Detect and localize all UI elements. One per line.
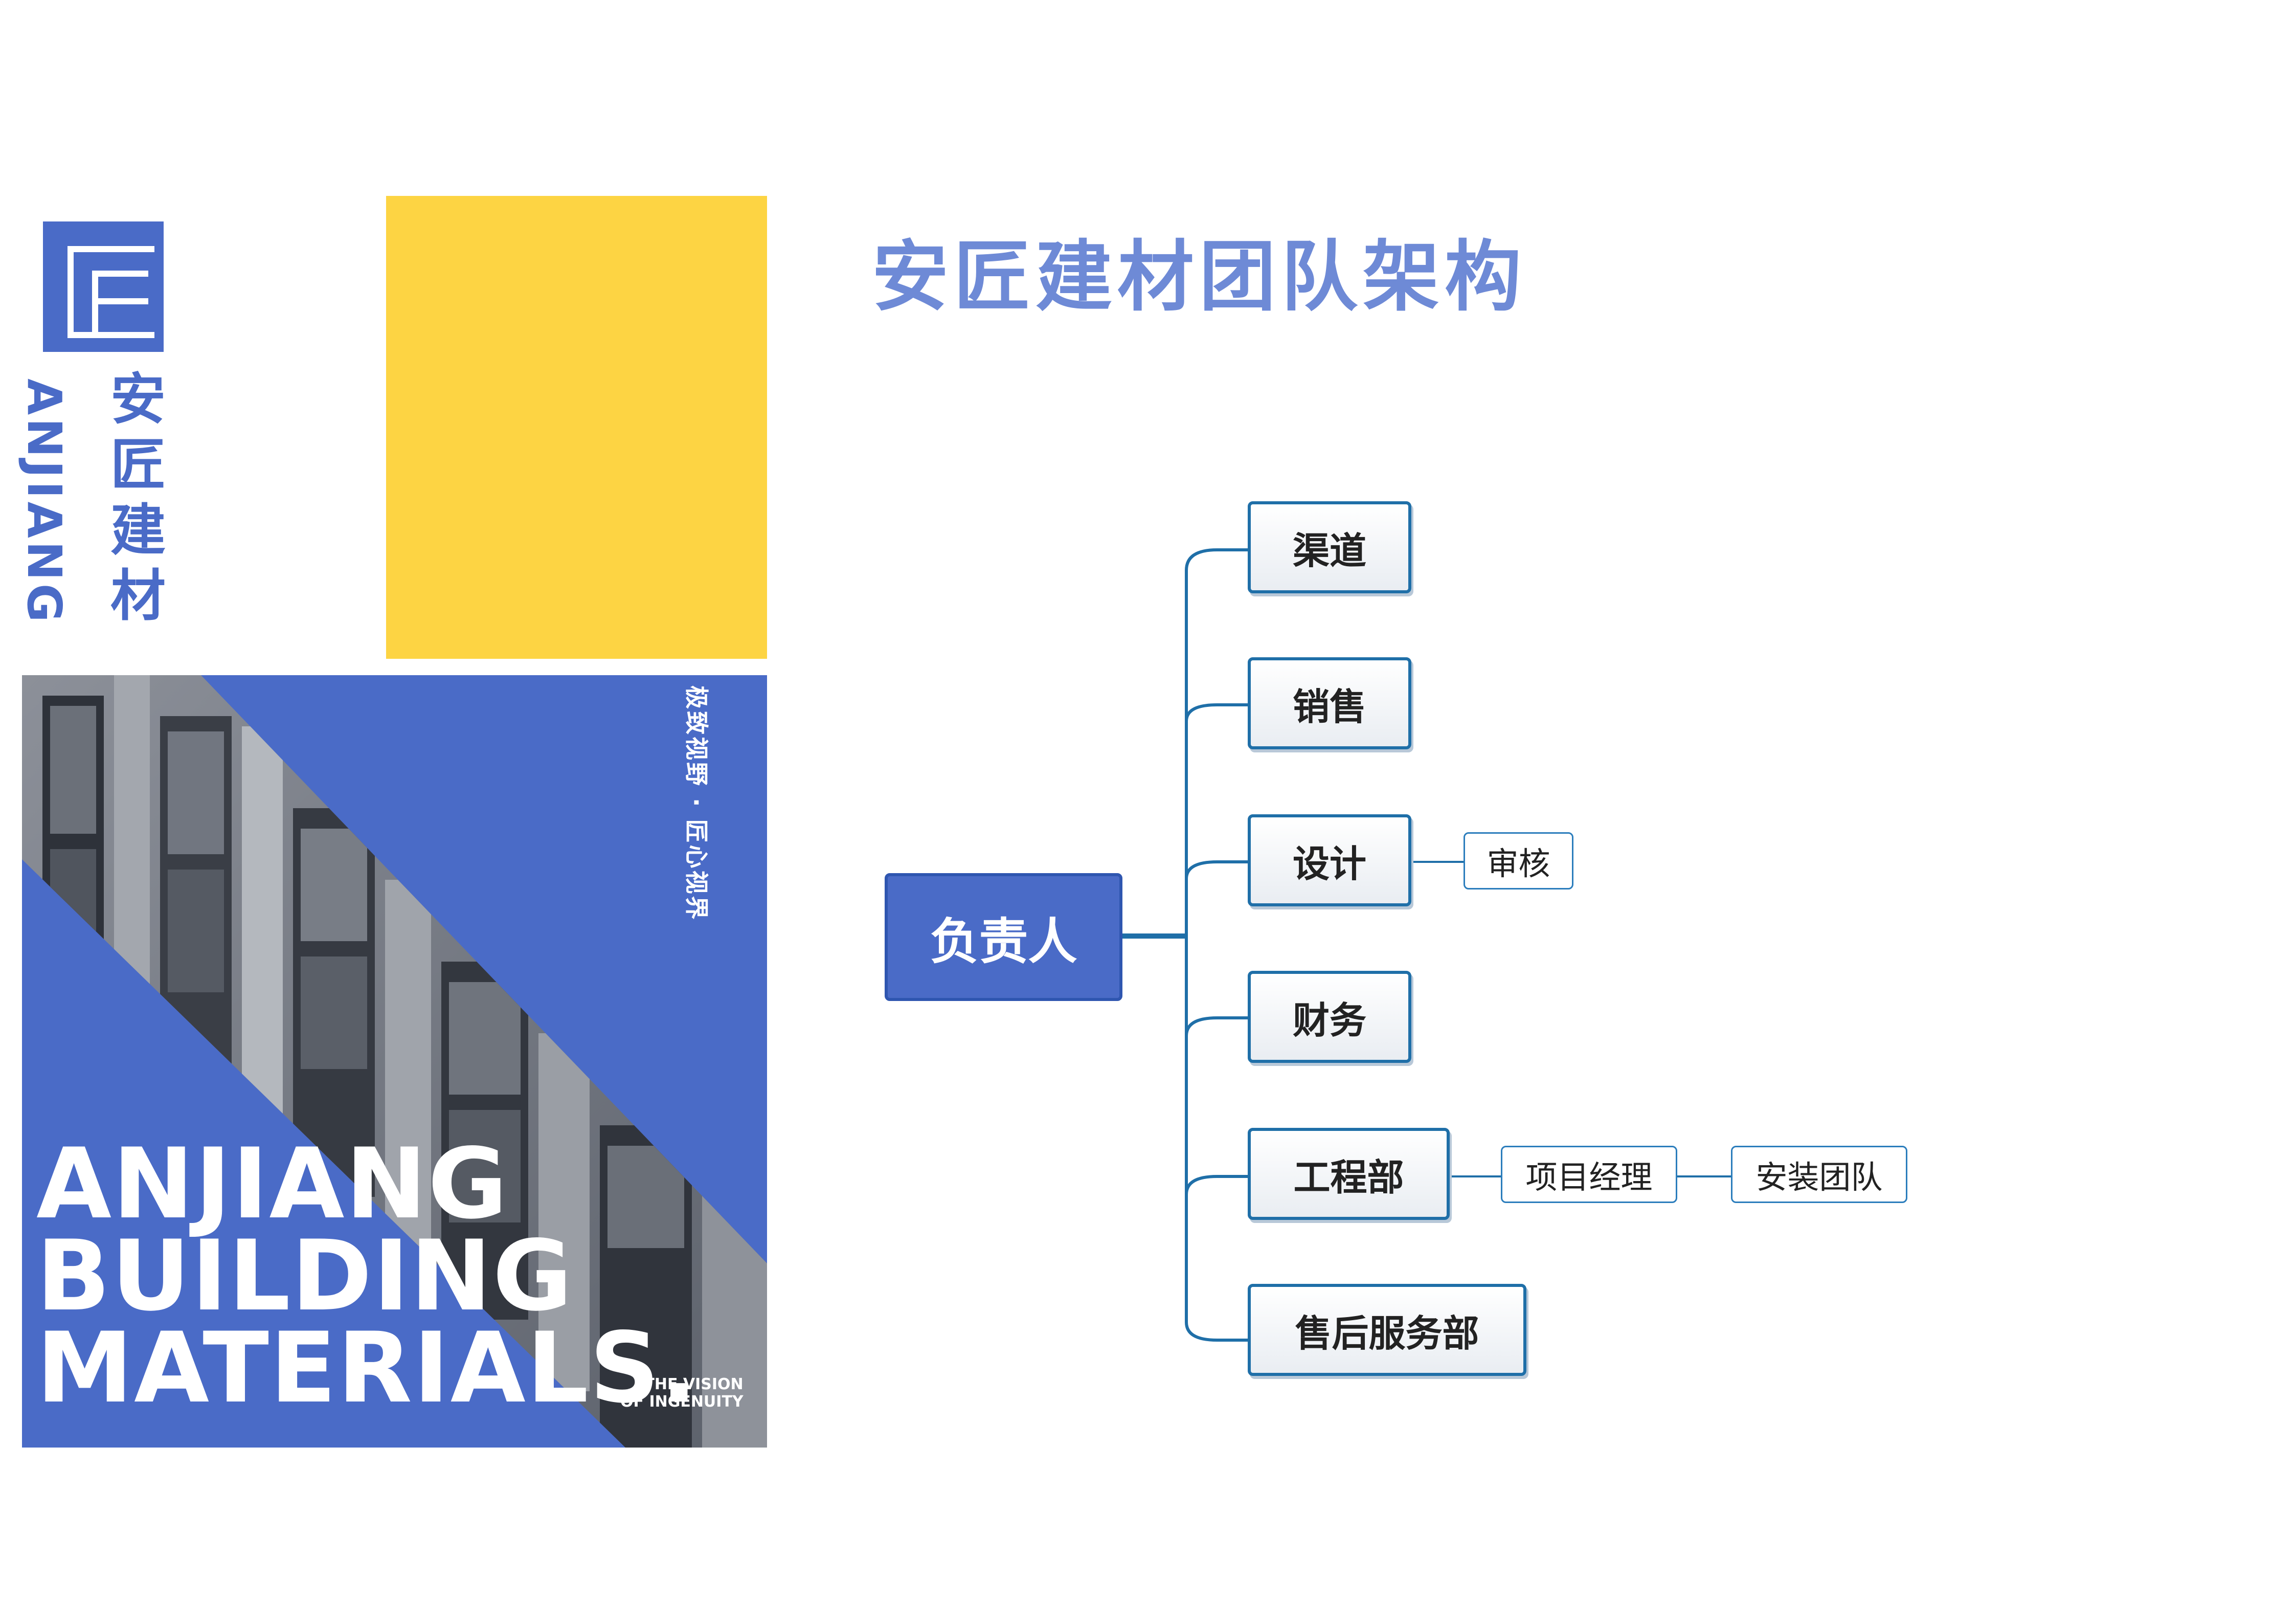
page-title: 安匠建材团队架构 (872, 233, 1527, 322)
logo-english-label: ANJIANG (17, 379, 72, 626)
org-node-branch: 售后服务部 (1248, 1284, 1526, 1376)
org-node-label: 设计 (1292, 842, 1366, 885)
org-node-label: 负责人 (930, 913, 1077, 970)
org-node-branch: 渠道 (1248, 501, 1411, 593)
logo-mark-icon (43, 221, 164, 352)
org-node-root: 负责人 (885, 873, 1122, 1001)
org-node-branch: 工程部 (1248, 1128, 1450, 1220)
trunk-connector (1185, 548, 1218, 1342)
branch-connector (1185, 703, 1218, 722)
branch-connector (1185, 1016, 1218, 1036)
cover-headline-line3: MATERIALS. (36, 1311, 699, 1425)
logo-char: 安 (110, 368, 166, 432)
org-node-label: 审核 (1487, 845, 1550, 882)
org-node-label: 售后服务部 (1295, 1311, 1479, 1355)
cover-subtitle: THE VISION OF INGENUITY (620, 1376, 744, 1411)
org-node-leaf: 项目经理 (1501, 1146, 1677, 1203)
cover-tagline-text: 极致视野 · 匠心视界 (683, 685, 710, 922)
yellow-accent-block (386, 196, 767, 659)
branch-connector (1185, 860, 1218, 879)
org-node-leaf: 安装团队 (1731, 1146, 1907, 1203)
org-node-label: 财务 (1292, 998, 1366, 1042)
logo-chinese-text: 安 匠 建 材 (102, 367, 174, 629)
org-node-branch: 设计 (1248, 814, 1411, 906)
cover-headline-line2: BUILDING (36, 1219, 574, 1332)
org-node-label: 销售 (1292, 685, 1366, 728)
org-node-label: 安装团队 (1755, 1159, 1883, 1196)
logo-char: 材 (110, 564, 166, 628)
org-node-label: 工程部 (1293, 1155, 1404, 1199)
brand-cover-image: 极致视野 · 匠心视界 ANJIANG BUILDING MATERIALS. … (22, 675, 767, 1448)
cover-headline-line1: ANJIANG (36, 1127, 509, 1240)
logo-char: 匠 (110, 433, 166, 497)
org-node-label: 渠道 (1292, 529, 1366, 572)
org-node-branch: 销售 (1248, 657, 1411, 749)
org-node-leaf: 审核 (1464, 832, 1573, 889)
branch-connector (1185, 1175, 1218, 1195)
logo-char: 建 (110, 499, 166, 563)
building-photo-illustration (22, 675, 767, 1448)
org-node-branch: 财务 (1248, 971, 1411, 1063)
cover-subtitle-line2: OF INGENUITY (620, 1393, 744, 1411)
org-node-label: 项目经理 (1525, 1159, 1653, 1196)
cover-subtitle-line1: THE VISION (644, 1375, 744, 1393)
